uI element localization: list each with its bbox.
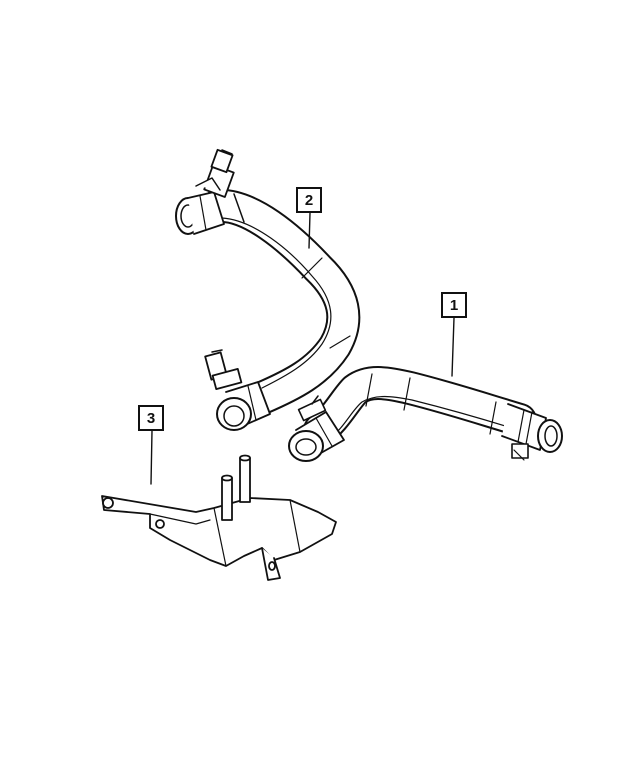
- hose-part-1: [288, 366, 563, 462]
- callout-2: 2: [296, 187, 322, 213]
- leader-line-2: [308, 212, 311, 249]
- callout-1: 1: [441, 292, 467, 318]
- hose-1-left-connector: [288, 395, 345, 462]
- hose-part-2: [175, 148, 361, 431]
- hose-1-right-connector: [501, 403, 563, 461]
- callout-3: 3: [138, 405, 164, 431]
- leader-line-1: [451, 317, 455, 377]
- leader-line-3: [150, 430, 153, 485]
- hose-2-lower-connector: [204, 349, 271, 431]
- bracket-studs: [221, 454, 251, 521]
- hose-2-upper-connector: [175, 148, 235, 235]
- bracket-part-3: [101, 454, 337, 581]
- leader-lines: [150, 212, 455, 485]
